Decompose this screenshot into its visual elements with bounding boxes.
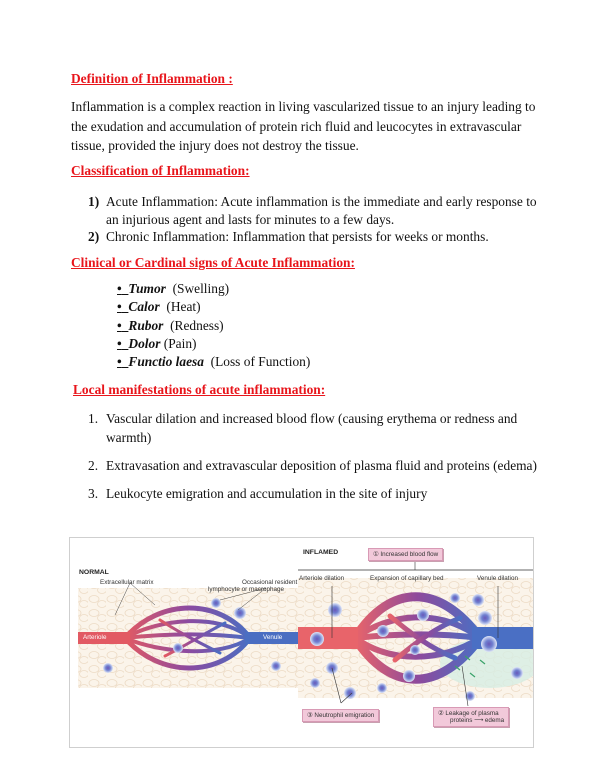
neutrophil-emigration-callout: ③ Neutrophil emigration bbox=[302, 709, 380, 722]
cardinal-sign-item: • Functio laesa (Loss of Function) bbox=[117, 353, 310, 371]
arteriole-vessel bbox=[78, 632, 130, 644]
dilated-arteriole bbox=[298, 627, 358, 649]
plasma-leakage-callout: ② Leakage of plasma proteins ⟶ edema bbox=[433, 707, 510, 727]
classification-item: 2) Chronic Inflammation: Inflammation th… bbox=[88, 228, 548, 246]
venule-label: Venule bbox=[263, 634, 283, 641]
classification-text: Chronic Inflammation: Inflammation that … bbox=[106, 229, 489, 244]
local-manifestations-list: 1. Vascular dilation and increased blood… bbox=[88, 409, 538, 512]
dilated-venule bbox=[472, 627, 533, 649]
vascular-illustration bbox=[72, 560, 533, 707]
list-number: 3. bbox=[88, 486, 99, 501]
increased-blood-flow-callout: ① Increased blood flow bbox=[368, 548, 444, 561]
resident-cells bbox=[103, 598, 281, 673]
inflamed-leader-lines bbox=[331, 560, 499, 707]
definition-paragraph: Inflammation is a complex reaction in li… bbox=[71, 99, 536, 153]
sign-meaning: (Heat) bbox=[166, 299, 201, 315]
classification-item: 1) Acute Inflammation: Acute inflammatio… bbox=[88, 193, 548, 228]
bullet-icon: • bbox=[117, 335, 122, 351]
bullet-icon: • bbox=[117, 354, 122, 370]
cardinal-sign-item: • Calor (Heat) bbox=[117, 298, 310, 316]
local-manifestations-heading: Local manifestations of acute inflammati… bbox=[73, 382, 326, 397]
definition-heading: Definition of Inflammation : bbox=[71, 71, 233, 86]
resident-cell-label: Occasional resident bbox=[242, 579, 298, 586]
sign-term: Dolor bbox=[128, 335, 161, 351]
inflamed-title: INFLAMED bbox=[303, 549, 339, 556]
cardinal-sign-item: • Tumor (Swelling) bbox=[117, 280, 310, 298]
sign-term: Rubor bbox=[128, 317, 164, 333]
cardinal-signs-list: • Tumor (Swelling) • Calor (Heat) • Rubo… bbox=[117, 280, 310, 371]
leakage-arrows bbox=[454, 655, 486, 678]
sign-meaning: (Pain) bbox=[163, 335, 197, 351]
cardinal-sign-item: • Rubor (Redness) bbox=[117, 317, 310, 335]
manifestation-text: Extravasation and extravascular depositi… bbox=[106, 458, 537, 473]
list-number: 2) bbox=[88, 229, 100, 244]
normal-leader-lines bbox=[114, 582, 267, 616]
bullet-icon: • bbox=[117, 299, 122, 315]
manifestation-text: Vascular dilation and increased blood fl… bbox=[106, 411, 518, 445]
classification-text: Acute Inflammation: Acute inflammation i… bbox=[106, 194, 537, 227]
sign-term: Functio laesa bbox=[128, 354, 204, 370]
arteriole-label: Arteriole bbox=[83, 634, 107, 641]
capillary-expansion-label: Expansion of capillary bed bbox=[370, 575, 444, 582]
venule-vessel bbox=[245, 632, 298, 644]
manifestation-text: Leukocyte emigration and accumulation in… bbox=[106, 486, 428, 501]
manifestation-item: 1. Vascular dilation and increased blood… bbox=[88, 409, 538, 447]
classification-list: 1) Acute Inflammation: Acute inflammatio… bbox=[88, 193, 548, 246]
manifestation-item: 3. Leukocyte emigration and accumulation… bbox=[88, 484, 538, 503]
list-number: 1) bbox=[88, 194, 100, 209]
cardinal-sign-item: • Dolor (Pain) bbox=[117, 335, 310, 353]
bullet-icon: • bbox=[117, 317, 122, 333]
list-number: 2. bbox=[88, 458, 99, 473]
classification-heading: Classification of Inflammation: bbox=[71, 163, 250, 178]
sign-meaning: (Loss of Function) bbox=[210, 354, 311, 370]
sign-term: Tumor bbox=[128, 281, 166, 296]
arteriole-dilation-label: Arteriole dilation bbox=[299, 575, 345, 582]
plasma-leakage-line1: ② Leakage of plasma bbox=[438, 710, 499, 717]
resident-cell-label-line2: lymphocyte or macrophage bbox=[208, 586, 284, 593]
neutrophils bbox=[310, 593, 523, 701]
manifestation-item: 2. Extravasation and extravascular depos… bbox=[88, 456, 538, 475]
sign-meaning: (Redness) bbox=[170, 317, 224, 333]
extracellular-matrix-label: Extracellular matrix bbox=[100, 579, 154, 586]
inflammation-diagram: NORMAL Extracellular matrix Occasional r… bbox=[69, 537, 534, 748]
bullet-icon: • bbox=[117, 281, 122, 296]
list-number: 1. bbox=[88, 411, 99, 426]
venule-dilation-label: Venule dilation bbox=[477, 575, 518, 582]
sign-meaning: (Swelling) bbox=[172, 281, 230, 296]
plasma-leakage-line2: proteins ⟶ edema bbox=[450, 717, 505, 724]
cardinal-signs-heading: Clinical or Cardinal signs of Acute Infl… bbox=[71, 255, 355, 270]
sign-term: Calor bbox=[128, 299, 160, 315]
normal-title: NORMAL bbox=[79, 569, 109, 576]
